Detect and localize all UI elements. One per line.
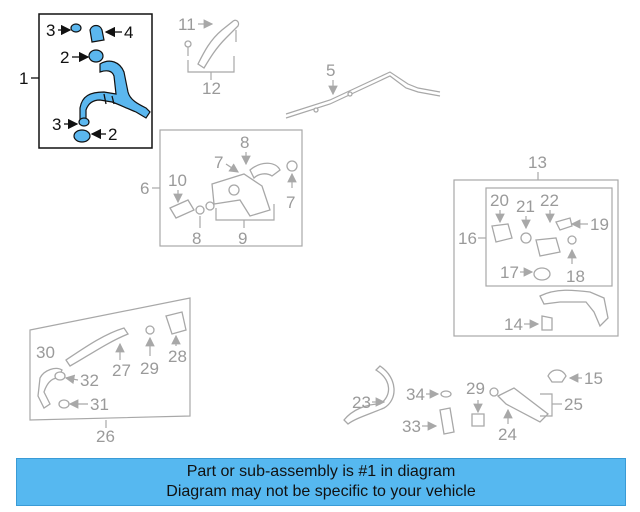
assembly-1-frame — [38, 13, 153, 149]
callout-31: 31 — [90, 395, 109, 414]
clamp-3-top — [70, 23, 82, 33]
callout-12: 12 — [202, 79, 221, 98]
callout-23: 23 — [352, 393, 371, 412]
callout-14: 14 — [504, 315, 523, 334]
callout-34: 34 — [406, 385, 425, 404]
banner-line-2: Diagram may not be specific to your vehi… — [166, 483, 476, 500]
callout-30: 30 — [36, 343, 55, 362]
callout-16: 16 — [458, 229, 477, 248]
callout-7-left: 7 — [214, 153, 223, 172]
callout-25: 25 — [564, 395, 583, 414]
group-6-10: 6 8 7 7 10 8 9 — [140, 129, 303, 248]
group-26: 26 30 27 28 29 32 31 — [29, 297, 191, 446]
highlighted-assembly-group: 1 4 3 2 3 2 — [19, 13, 153, 149]
callout-29-left: 29 — [140, 359, 159, 378]
o-ring-2-top — [88, 49, 104, 63]
callout-8-top: 8 — [240, 133, 249, 152]
group-13: 13 16 20 21 22 19 17 18 14 — [453, 153, 619, 337]
callout-24: 24 — [498, 425, 517, 444]
callout-2-top: 2 — [60, 48, 69, 67]
callout-3-bottom: 3 — [52, 115, 61, 134]
callout-6: 6 — [140, 179, 149, 198]
callout-5: 5 — [326, 61, 335, 80]
o-ring-2-bottom — [73, 129, 91, 143]
callout-2-bottom: 2 — [108, 125, 117, 144]
callout-17: 17 — [500, 263, 519, 282]
callout-22: 22 — [540, 191, 559, 210]
coolant-hose-assembly — [79, 60, 151, 123]
callout-4: 4 — [124, 23, 133, 42]
group-5: 5 — [285, 61, 441, 119]
clamp-3-bottom — [78, 117, 90, 127]
callout-13: 13 — [528, 153, 547, 172]
callout-32: 32 — [80, 371, 99, 390]
callout-8-bottom: 8 — [192, 229, 201, 248]
group-bottom: 23 34 33 29 24 25 15 — [343, 365, 603, 444]
callout-9: 9 — [238, 229, 247, 248]
callout-20: 20 — [490, 191, 509, 210]
callout-26: 26 — [96, 427, 115, 446]
callout-15: 15 — [584, 369, 603, 388]
callout-33: 33 — [402, 417, 421, 436]
callout-27: 27 — [112, 361, 131, 380]
callout-19: 19 — [590, 215, 609, 234]
callout-7-right: 7 — [286, 193, 295, 212]
callout-11: 11 — [178, 15, 196, 34]
callout-21: 21 — [516, 197, 535, 216]
callout-10: 10 — [168, 171, 187, 190]
callout-18: 18 — [566, 267, 585, 286]
callout-1: 1 — [19, 69, 28, 88]
banner-line-1: Part or sub-assembly is #1 in diagram — [186, 463, 456, 480]
hose-4-part — [89, 24, 105, 43]
group-11-12: 11 12 — [178, 15, 240, 98]
callout-28: 28 — [168, 347, 187, 366]
callout-3-top: 3 — [46, 21, 55, 40]
info-banner: Part or sub-assembly is #1 in diagram Di… — [16, 458, 626, 506]
callout-29-right: 29 — [466, 379, 485, 398]
